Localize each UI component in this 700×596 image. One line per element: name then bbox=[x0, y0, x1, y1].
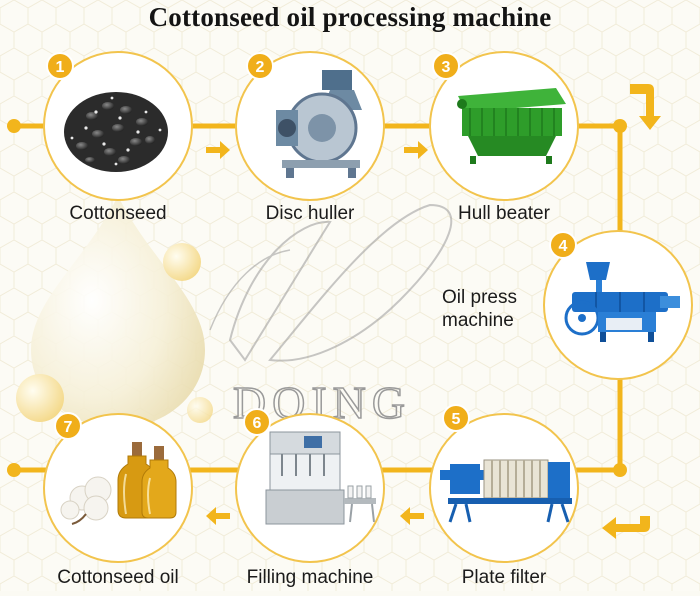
svg-text:6: 6 bbox=[253, 415, 262, 432]
svg-text:1: 1 bbox=[56, 59, 65, 76]
arrow-left-icon bbox=[400, 507, 424, 525]
step-badge: 4 bbox=[549, 231, 577, 259]
step-badge: 2 bbox=[246, 52, 274, 80]
svg-text:2: 2 bbox=[256, 59, 265, 76]
watermark-logo bbox=[209, 203, 453, 362]
step-label-filling-machine: Filling machine bbox=[246, 567, 374, 588]
flow-corner-dot bbox=[613, 119, 627, 133]
svg-text:4: 4 bbox=[559, 238, 568, 255]
flow-start-dot bbox=[7, 119, 21, 133]
oil-drop-decoration bbox=[16, 196, 213, 428]
step-badges: 1 2 3 4 5 6 7 bbox=[46, 52, 577, 440]
svg-text:7: 7 bbox=[64, 419, 73, 436]
step-badge: 7 bbox=[54, 412, 82, 440]
filling-machine-icon bbox=[265, 431, 376, 525]
flow-arrows bbox=[206, 141, 428, 525]
flow-corner-dot bbox=[613, 463, 627, 477]
svg-text:3: 3 bbox=[442, 59, 451, 76]
corner-arrow-left-icon bbox=[602, 516, 650, 539]
page-title: Cottonseed oil processing machine bbox=[148, 2, 552, 32]
svg-text:5: 5 bbox=[452, 411, 461, 428]
step-badge: 5 bbox=[442, 404, 470, 432]
step-label-plate-filter: Plate filter bbox=[461, 567, 547, 588]
step-label-oil-press: Oil press machine bbox=[442, 287, 517, 331]
plate-filter-machine-icon bbox=[440, 459, 572, 523]
disc-huller-machine-icon bbox=[276, 70, 362, 178]
step-label-hull-beater: Hull beater bbox=[458, 203, 550, 224]
oil-bottles-icon bbox=[60, 442, 177, 525]
cottonseed-pile-icon bbox=[64, 92, 168, 172]
step-label-disc-huller: Disc huller bbox=[265, 203, 355, 224]
corner-arrow-down-icon bbox=[630, 84, 661, 130]
hull-beater-machine-icon bbox=[457, 88, 566, 164]
arrow-left-icon bbox=[206, 507, 230, 525]
step-badge: 3 bbox=[432, 52, 460, 80]
flow-end-dot bbox=[7, 463, 21, 477]
step-label-cottonseed-oil: Cottonseed oil bbox=[57, 567, 179, 588]
step-label-cottonseed: Cottonseed bbox=[69, 203, 167, 224]
arrow-right-icon bbox=[404, 141, 428, 159]
oil-press-machine-icon bbox=[564, 262, 680, 342]
arrow-right-icon bbox=[206, 141, 230, 159]
step-badge: 6 bbox=[243, 408, 271, 436]
step-badge: 1 bbox=[46, 52, 74, 80]
